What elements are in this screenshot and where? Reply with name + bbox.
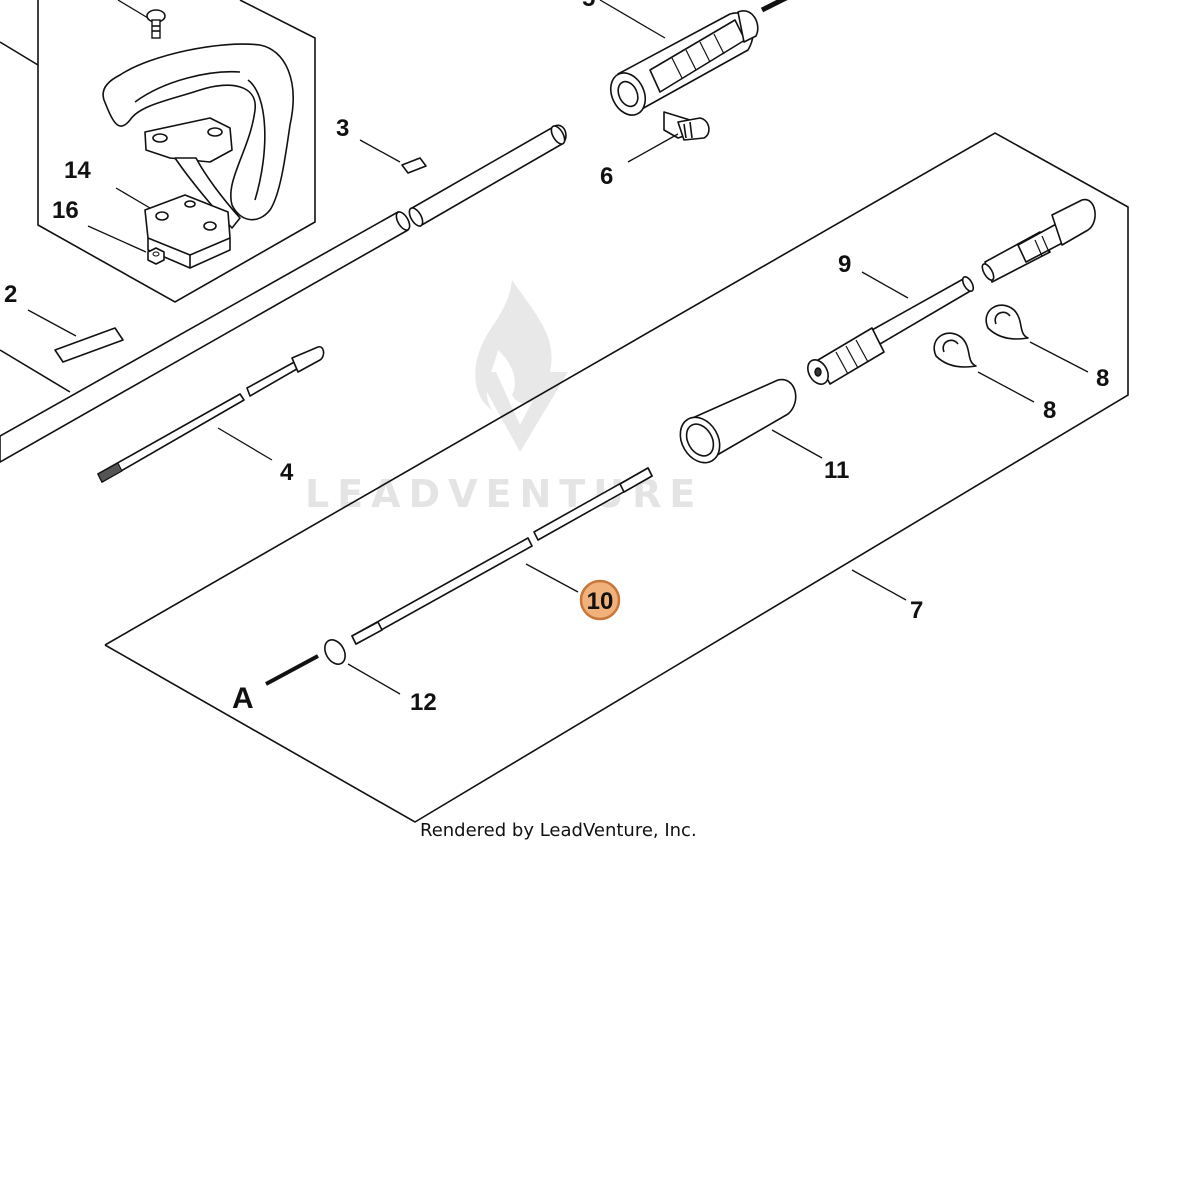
callout-16: 16	[52, 197, 79, 224]
left-box	[0, 349, 71, 393]
highlight-circle	[579, 579, 621, 621]
shaft-tube-part	[0, 124, 567, 463]
label-plate-2	[54, 327, 124, 363]
o-ring-part	[324, 639, 346, 665]
nut-part	[147, 247, 165, 265]
callout-8-left: 8	[1043, 397, 1056, 424]
flame-watermark-icon	[475, 280, 552, 410]
callout-6: 6	[600, 163, 613, 190]
callout-11: 11	[824, 457, 849, 484]
screw-part	[117, 0, 166, 39]
inner-shaft-part	[807, 275, 975, 385]
handle-box	[0, 0, 316, 303]
bolt-part	[663, 111, 710, 141]
callout-10: 10	[587, 588, 614, 615]
drive-shaft-part	[97, 346, 325, 483]
callout-8-right: 8	[1096, 365, 1109, 392]
callout-14: 14	[64, 157, 91, 184]
clip-part-b	[933, 332, 977, 368]
highlighted-callout-10[interactable]: 10	[579, 579, 621, 621]
coupling-part	[981, 199, 1096, 283]
flex-shaft-part	[351, 467, 653, 645]
callout-3: 3	[336, 115, 349, 142]
clamp-part	[144, 194, 231, 269]
callout-a: A	[232, 682, 254, 715]
callout-4: 4	[280, 459, 294, 486]
reference-a-line	[265, 654, 319, 686]
bushing-part	[679, 379, 797, 464]
callout-7: 7	[910, 597, 923, 624]
callout-9: 9	[838, 251, 851, 278]
grip-part	[599, 0, 788, 116]
clip-part-a	[985, 304, 1029, 340]
loop-handle-part	[102, 43, 294, 229]
callout-2: 2	[4, 281, 17, 308]
callout-12: 12	[410, 689, 437, 716]
assembly-box-7	[104, 132, 1129, 823]
label-plate-3	[401, 157, 427, 174]
callout-5: 5	[582, 0, 595, 12]
footer-credit: Rendered by LeadVenture, Inc.	[420, 820, 697, 841]
leader-lines	[27, 133, 1089, 695]
